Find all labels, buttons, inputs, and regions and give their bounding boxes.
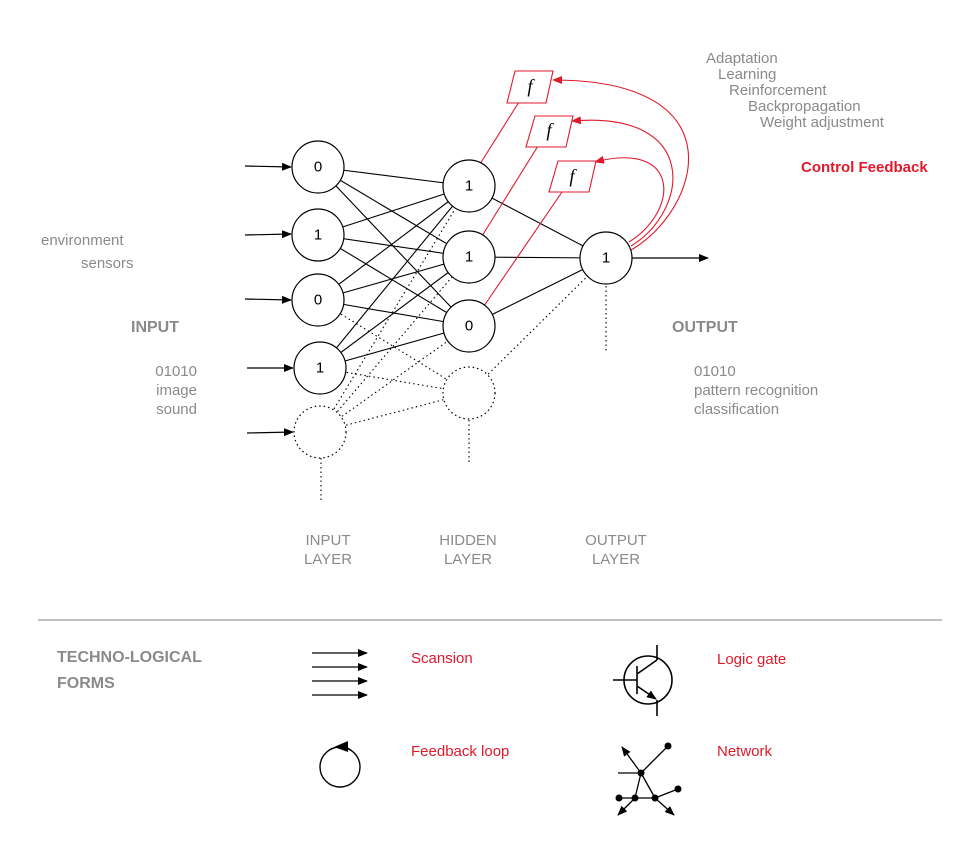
layer-label-line: LAYER (443, 551, 493, 568)
layer-label-line: LAYER (303, 551, 353, 568)
feedback-loop-icon (319, 741, 361, 788)
layer-label-line: HIDDEN (439, 532, 497, 549)
legend-feedback-loop: Feedback loop (411, 743, 510, 760)
function-box: f (506, 70, 554, 104)
input-node: 0 (291, 140, 345, 194)
connection-line (319, 325, 470, 433)
hidden-layer-label: HIDDEN LAYER (428, 531, 508, 569)
output-types: 01010 pattern recognition classification (694, 362, 818, 419)
input-type: image (156, 382, 197, 399)
hidden-node: 1 (442, 230, 496, 284)
activation-links (479, 76, 690, 307)
connection-line (317, 234, 470, 327)
dotted-connections (317, 185, 607, 433)
layer-label-line: LAYER (591, 551, 641, 568)
output-type: 01010 (694, 363, 736, 380)
input-layer-label: INPUT LAYER (288, 531, 368, 569)
feedback-term: Weight adjustment (760, 114, 884, 131)
output-type: classification (694, 401, 780, 418)
input-label: INPUT (131, 319, 179, 336)
feedback-term: Backpropagation (748, 98, 861, 115)
input-node: 1 (293, 341, 347, 395)
output-type: pattern recognition (694, 382, 819, 399)
function-box: f (525, 115, 574, 148)
feedback-term: Reinforcement (729, 82, 827, 99)
legend-logic-gate: Logic gate (717, 651, 787, 668)
svg-text:1: 1 (316, 360, 324, 377)
svg-text:f: f (569, 167, 577, 188)
svg-text:1: 1 (465, 178, 473, 195)
input-type: 01010 (155, 363, 197, 380)
input-node: 1 (291, 208, 345, 262)
hidden-node-placeholder (442, 366, 496, 420)
layer-label-line: INPUT (305, 532, 351, 549)
legend-network: Network (717, 743, 773, 760)
input-types: 01010 image sound (155, 362, 197, 419)
svg-text:1: 1 (314, 227, 322, 244)
layer-label-line: OUTPUT (585, 532, 647, 549)
svg-text:0: 0 (465, 318, 473, 335)
svg-text:0: 0 (314, 159, 322, 176)
hidden-node: 1 (442, 159, 496, 213)
hidden-node: 0 (442, 299, 496, 353)
network-icon (615, 742, 682, 816)
input-node: 0 (291, 273, 345, 327)
connection-line (319, 392, 470, 433)
svg-text:0: 0 (314, 292, 322, 309)
feedback-term: Adaptation (706, 50, 778, 67)
logic-gate-icon (613, 645, 673, 716)
output-node: 1 (579, 231, 633, 285)
connection-line (317, 185, 470, 301)
connection-line (319, 185, 470, 433)
connection-line (468, 257, 607, 394)
connection-line (319, 256, 470, 369)
output-layer-label: OUTPUT LAYER (576, 531, 656, 569)
control-feedback-label: Control Feedback (801, 159, 928, 176)
svg-text:f: f (527, 77, 535, 98)
layer-dropdown-lines (320, 286, 607, 502)
legend-title: TECHNO-LOGICAL FORMS (57, 645, 202, 697)
legend-scansion: Scansion (411, 650, 473, 667)
output-label: OUTPUT (672, 319, 738, 336)
connection-line (319, 185, 470, 369)
input-note: sensors (81, 255, 134, 272)
function-box: f (548, 160, 597, 193)
legend-title-line: TECHNO-LOGICAL (57, 649, 202, 666)
svg-text:f: f (546, 121, 554, 142)
input-arrows (244, 162, 294, 437)
svg-text:1: 1 (602, 250, 610, 267)
scansion-icon (312, 649, 368, 699)
input-note: environment (41, 232, 124, 249)
feedback-term: Learning (718, 66, 777, 83)
input-node-placeholder (293, 405, 347, 459)
input-type: sound (156, 401, 197, 418)
legend-title-line: FORMS (57, 675, 115, 692)
svg-text:1: 1 (465, 249, 473, 266)
connection-line (317, 166, 470, 258)
